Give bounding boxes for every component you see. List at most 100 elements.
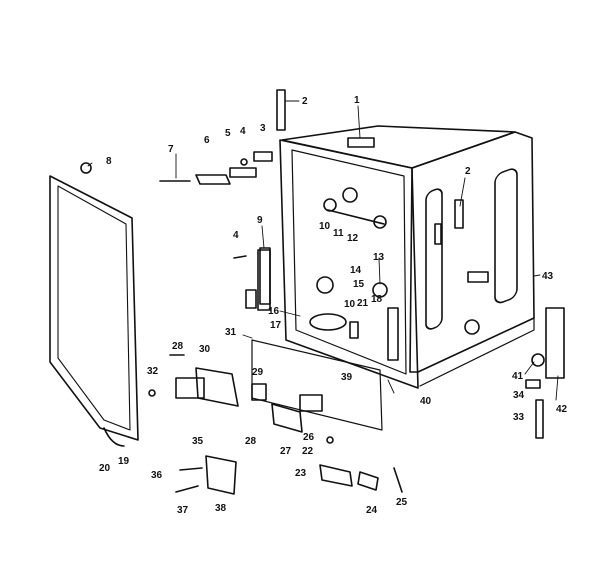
- callout-38: 38: [215, 503, 227, 514]
- callout-29: 29: [252, 367, 264, 378]
- drain-port: [464, 319, 480, 335]
- switch-38: [205, 455, 237, 495]
- bracket-9: [259, 247, 271, 305]
- top-hinge-plate: [347, 137, 375, 148]
- tub-front-frame: [279, 139, 419, 389]
- hinge-bar-2: [276, 89, 286, 131]
- callout-23: 23: [295, 468, 307, 479]
- callout-31: 31: [225, 327, 237, 338]
- gasket-tail: [103, 427, 125, 447]
- callout-22: 22: [302, 446, 314, 457]
- spray-tube: [327, 209, 385, 225]
- callout-4b: 4: [233, 230, 239, 241]
- gasket-clip: [80, 162, 92, 174]
- callout-4a: 4: [240, 126, 246, 137]
- callout-6: 6: [204, 135, 210, 146]
- bracket-6: [195, 174, 231, 185]
- sump-cover: [309, 313, 347, 331]
- heater-clip: [349, 321, 359, 339]
- spray-hub-upper: [342, 187, 358, 203]
- callout-7: 7: [168, 144, 174, 155]
- screw-37: [175, 485, 199, 493]
- callout-32: 32: [147, 366, 159, 377]
- gasket-inner: [57, 185, 131, 431]
- side-bracket: [454, 199, 464, 229]
- callout-8: 8: [106, 156, 112, 167]
- callout-28b: 28: [245, 436, 257, 447]
- gasket-outer: [49, 175, 139, 441]
- callout-1: 1: [354, 95, 360, 106]
- callout-15: 15: [353, 279, 365, 290]
- screw-36: [179, 467, 203, 471]
- callout-25: 25: [396, 497, 408, 508]
- callout-14: 14: [350, 265, 362, 276]
- side-cutout-1: [425, 188, 443, 330]
- callout-41: 41: [512, 371, 524, 382]
- screw-25: [393, 467, 403, 493]
- latch-strike: [387, 307, 399, 361]
- hardware-parts: [148, 89, 544, 495]
- callout-18: 18: [371, 294, 383, 305]
- callout-12: 12: [347, 233, 359, 244]
- callout-11: 11: [333, 228, 344, 239]
- leg-bracket: [545, 307, 565, 379]
- callout-13: 13: [373, 252, 385, 263]
- callout-10b: 10: [344, 299, 356, 310]
- callout-5: 5: [225, 128, 231, 139]
- callout-3: 3: [260, 123, 266, 134]
- left-clip: [245, 289, 257, 309]
- callout-30: 30: [199, 344, 211, 355]
- pump-hub: [316, 276, 334, 294]
- callout-17: 17: [270, 320, 282, 331]
- bumper-3: [253, 151, 273, 162]
- clip-5: [229, 167, 257, 178]
- callout-20: 20: [99, 463, 111, 474]
- callout-35: 35: [192, 436, 204, 447]
- callout-2a: 2: [302, 96, 308, 107]
- lower-rail-39: [251, 339, 383, 431]
- callout-9: 9: [257, 215, 263, 226]
- callout-33: 33: [513, 412, 525, 423]
- bracket-29: [251, 383, 267, 401]
- plate-27: [271, 403, 303, 433]
- leveling-foot: [531, 353, 545, 367]
- callout-26: 26: [303, 432, 315, 443]
- plate-35: [175, 377, 205, 399]
- side-latch: [467, 271, 489, 283]
- side-clip: [434, 223, 442, 245]
- callout-19: 19: [118, 456, 130, 467]
- post-33: [535, 399, 544, 439]
- callout-10a: 10: [319, 221, 331, 232]
- door-gasket: [49, 162, 139, 447]
- callout-16: 16: [268, 306, 280, 317]
- clip-24: [357, 471, 379, 491]
- tub-right-side: [409, 131, 535, 373]
- screw-32: [148, 389, 156, 397]
- callout-28a: 28: [172, 341, 184, 352]
- tab-26: [299, 394, 323, 412]
- callout-43: 43: [542, 271, 554, 282]
- callout-39: 39: [341, 372, 353, 383]
- tub-top: [281, 125, 516, 169]
- clip-34: [525, 379, 541, 389]
- callout-40: 40: [420, 396, 432, 407]
- callout-37: 37: [177, 505, 189, 516]
- screw-4b: [233, 255, 247, 259]
- callout-2b: 2: [465, 166, 471, 177]
- callout-27: 27: [280, 446, 292, 457]
- callout-36: 36: [151, 470, 163, 481]
- callout-21: 21: [357, 298, 369, 309]
- tub-assembly: [245, 125, 565, 389]
- tub-base: [417, 317, 535, 387]
- callout-24: 24: [366, 505, 378, 516]
- callout-42: 42: [556, 404, 568, 415]
- spray-nozzle-left: [323, 198, 337, 212]
- side-cutout-2: [494, 168, 518, 304]
- hinge-arm-30: [195, 367, 239, 407]
- leader-lines: [87, 100, 559, 401]
- callout-labels: 1 2 2 3 4 4 5 6 7 8 9 10 10 11 12 13 14 …: [99, 95, 568, 516]
- nut-22: [326, 436, 334, 444]
- callout-34: 34: [513, 390, 525, 401]
